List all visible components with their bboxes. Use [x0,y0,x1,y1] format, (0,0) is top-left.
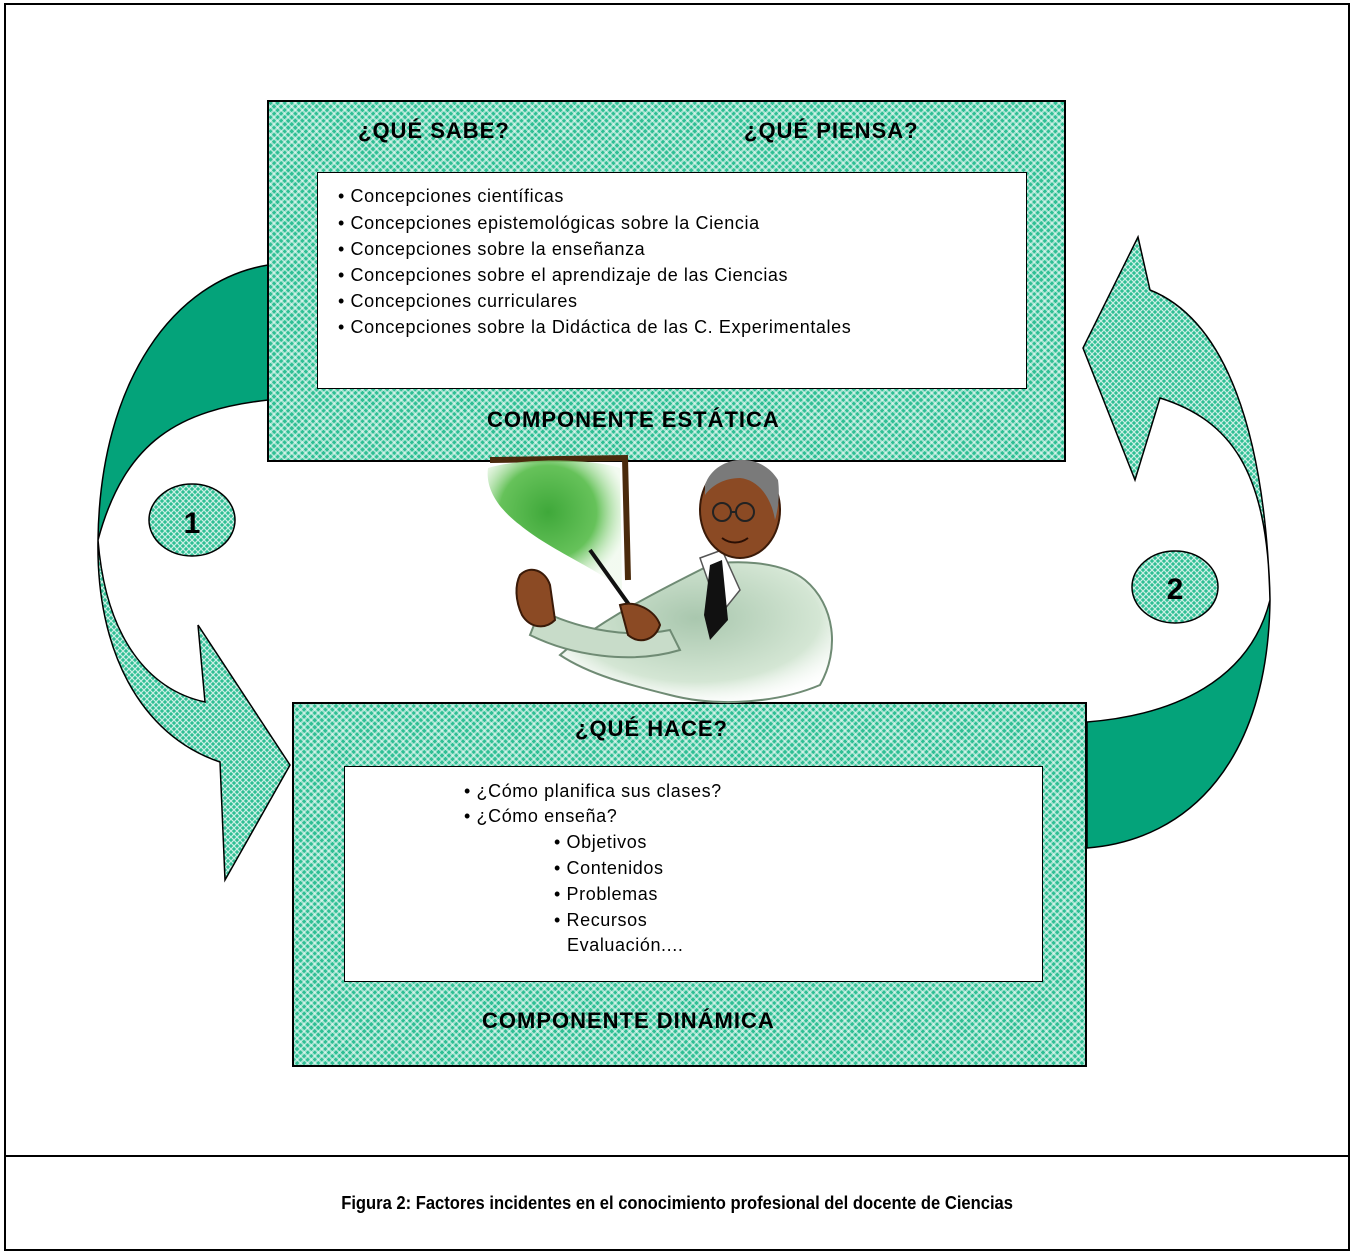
step-2-badge: 2 [1131,550,1219,624]
concept-item: • Concepciones sobre el aprendizaje de l… [338,265,789,285]
figure-caption: Figura 2: Factores incidentes en el cono… [341,1192,1013,1213]
heading-que-piensa: ¿QUÉ PIENSA? [744,118,919,143]
static-component-title: COMPONENTE ESTÁTICA [487,407,780,432]
step-1-label: 1 [184,507,201,540]
step-1-badge: 1 [148,483,236,557]
heading-que-hace: ¿QUÉ HACE? [575,716,728,741]
cycle-arrow-left [97,264,291,883]
practice-subitem: • Contenidos [554,858,664,878]
heading-que-sabe: ¿QUÉ SABE? [358,118,510,143]
caption-divider [4,1155,1350,1157]
figure-frame [4,3,1350,1251]
practice-item: • ¿Cómo planifica sus clases? [464,781,722,801]
concept-item: • Concepciones sobre la Didáctica de las… [338,317,852,337]
practice-subitem: • Problemas [554,884,658,904]
concept-item: • Concepciones sobre la enseñanza [338,239,646,259]
practice-subitem: • Recursos [554,910,648,930]
figure-caption-area: Figura 2: Factores incidentes en el cono… [4,1157,1350,1249]
step-2-label: 2 [1167,573,1184,606]
dynamic-practice-panel [344,766,1043,982]
concept-item: • Concepciones epistemológicas sobre la … [338,213,760,233]
practice-subitem: Evaluación.... [567,935,684,955]
static-concepts-panel [317,172,1027,389]
dynamic-component-title: COMPONENTE DINÁMICA [482,1008,775,1033]
teacher-pointing-at-board-illustration [487,454,833,704]
concept-item: • Concepciones curriculares [338,291,578,311]
cycle-arrow-right [1082,234,1271,849]
concept-item: • Concepciones científicas [338,186,565,206]
practice-subitem: • Objetivos [554,832,647,852]
practice-item: • ¿Cómo enseña? [464,806,618,826]
